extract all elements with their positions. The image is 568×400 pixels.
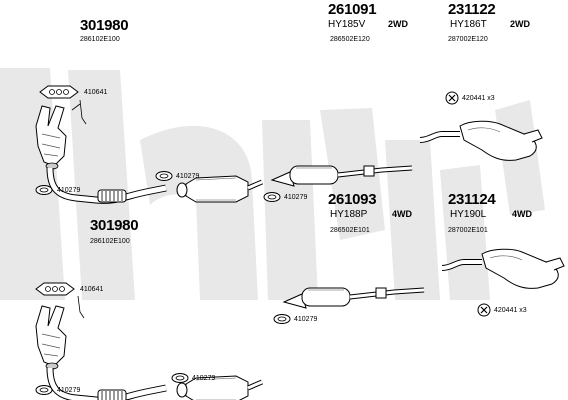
gasket-part-number: 410641 [84, 89, 108, 96]
clamp-part-number: 420441 x3 [494, 307, 527, 314]
ring-icon [35, 385, 53, 395]
clamp-icon [445, 91, 459, 105]
mid-silencer-oe: 286502E101 [330, 227, 370, 234]
assembly-number: 301980 [80, 17, 129, 34]
rear-silencer-code: HY186T [450, 19, 487, 30]
ring-icon [155, 171, 173, 181]
front-pipe-assembly-bottom [36, 306, 262, 400]
bracket-icon [71, 99, 87, 125]
ring-icon [273, 314, 291, 324]
mid-silencer-code: HY188P [330, 209, 368, 220]
ring-icon [263, 192, 281, 202]
drive-type: 4WD [392, 209, 412, 219]
drive-type: 2WD [510, 19, 530, 29]
gasket-icon [35, 282, 75, 296]
rear-silencer-oe: 287002E101 [448, 227, 488, 234]
rear-silencer-number: 231122 [448, 1, 496, 18]
bracket-icon [77, 295, 85, 319]
mid-silencer-code: HY185V [328, 19, 366, 30]
ring-part-number: 410279 [57, 387, 81, 394]
rear-silencer-oe: 287002E120 [448, 36, 488, 43]
watermark-klarius-logo [0, 68, 545, 300]
clamp-icon [477, 303, 491, 317]
ring-icon [171, 373, 189, 383]
gasket-part-number: 410641 [80, 286, 104, 293]
drive-type: 4WD [512, 209, 532, 219]
mid-silencer-number: 261093 [328, 191, 377, 208]
ring-icon [35, 185, 53, 195]
drive-type: 2WD [388, 19, 408, 29]
oe-reference: 286102E100 [90, 238, 130, 245]
ring-part-number: 410279 [284, 194, 308, 201]
assembly-number: 301980 [90, 217, 139, 234]
ring-part-number: 410279 [192, 375, 216, 382]
mid-silencer-oe: 286502E120 [330, 36, 370, 43]
clamp-part-number: 420441 x3 [462, 95, 495, 102]
mid-silencer-number: 261091 [328, 1, 377, 18]
ring-part-number: 410279 [294, 316, 318, 323]
rear-silencer-code: HY190L [450, 209, 487, 220]
gasket-icon [39, 85, 79, 99]
ring-part-number: 410279 [176, 173, 200, 180]
ring-part-number: 410279 [57, 187, 81, 194]
rear-silencer-number: 231124 [448, 191, 496, 208]
oe-reference: 286102E100 [80, 36, 120, 43]
